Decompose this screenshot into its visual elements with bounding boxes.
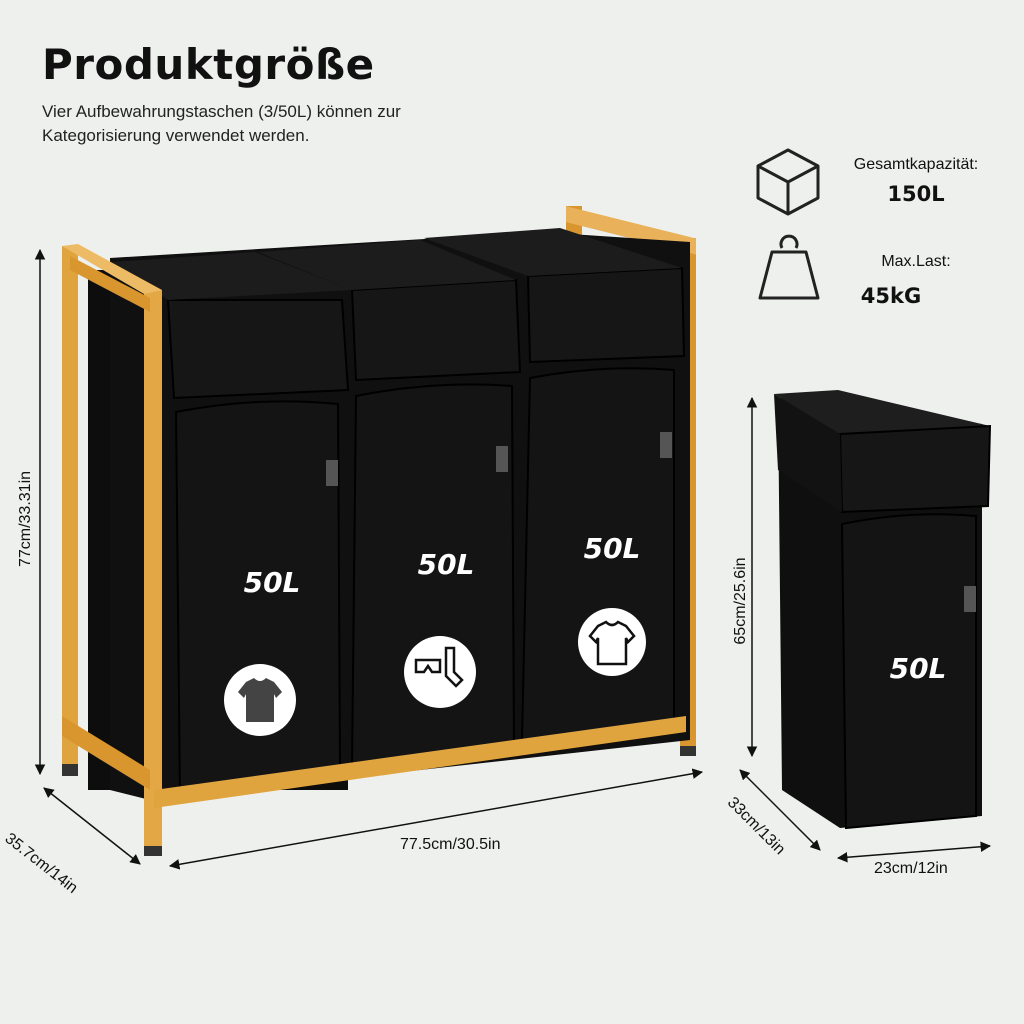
page-title: Produktgröße [42, 40, 375, 89]
weight-icon [758, 234, 820, 300]
bag-width-dimension-label: 23cm/12in [874, 860, 948, 877]
page-subtitle: Vier Aufbewahrungstaschen (3/50L) können… [42, 102, 401, 145]
load-label: Max.Last: [881, 253, 951, 270]
bag-width-arrow [836, 841, 992, 863]
height-dimension-label: 77cm/33.31in [17, 470, 34, 568]
bag-2-capacity-label: 50L [418, 548, 475, 581]
single-bag-capacity-label: 50L [890, 652, 947, 685]
capacity-value: 150L [887, 182, 945, 206]
cube-icon [756, 148, 820, 216]
capacity-label: Gesamtkapazität: [853, 156, 979, 173]
bag-depth-arrow [739, 769, 821, 851]
bag-height-dimension-label: 65cm/25.6in [732, 557, 749, 645]
tshirt-dark-icon [224, 664, 296, 736]
load-value: 45kG [860, 284, 922, 308]
width-arrow [168, 768, 704, 870]
bag-3-capacity-label: 50L [584, 532, 641, 565]
shelf-bags [88, 228, 690, 802]
socks-underwear-icon [404, 636, 476, 708]
single-bag [774, 390, 992, 830]
depth-arrow [43, 787, 141, 865]
bag-1-capacity-label: 50L [244, 566, 301, 599]
tshirt-white-icon [578, 608, 646, 676]
width-dimension-label: 77.5cm/30.5in [400, 836, 501, 853]
